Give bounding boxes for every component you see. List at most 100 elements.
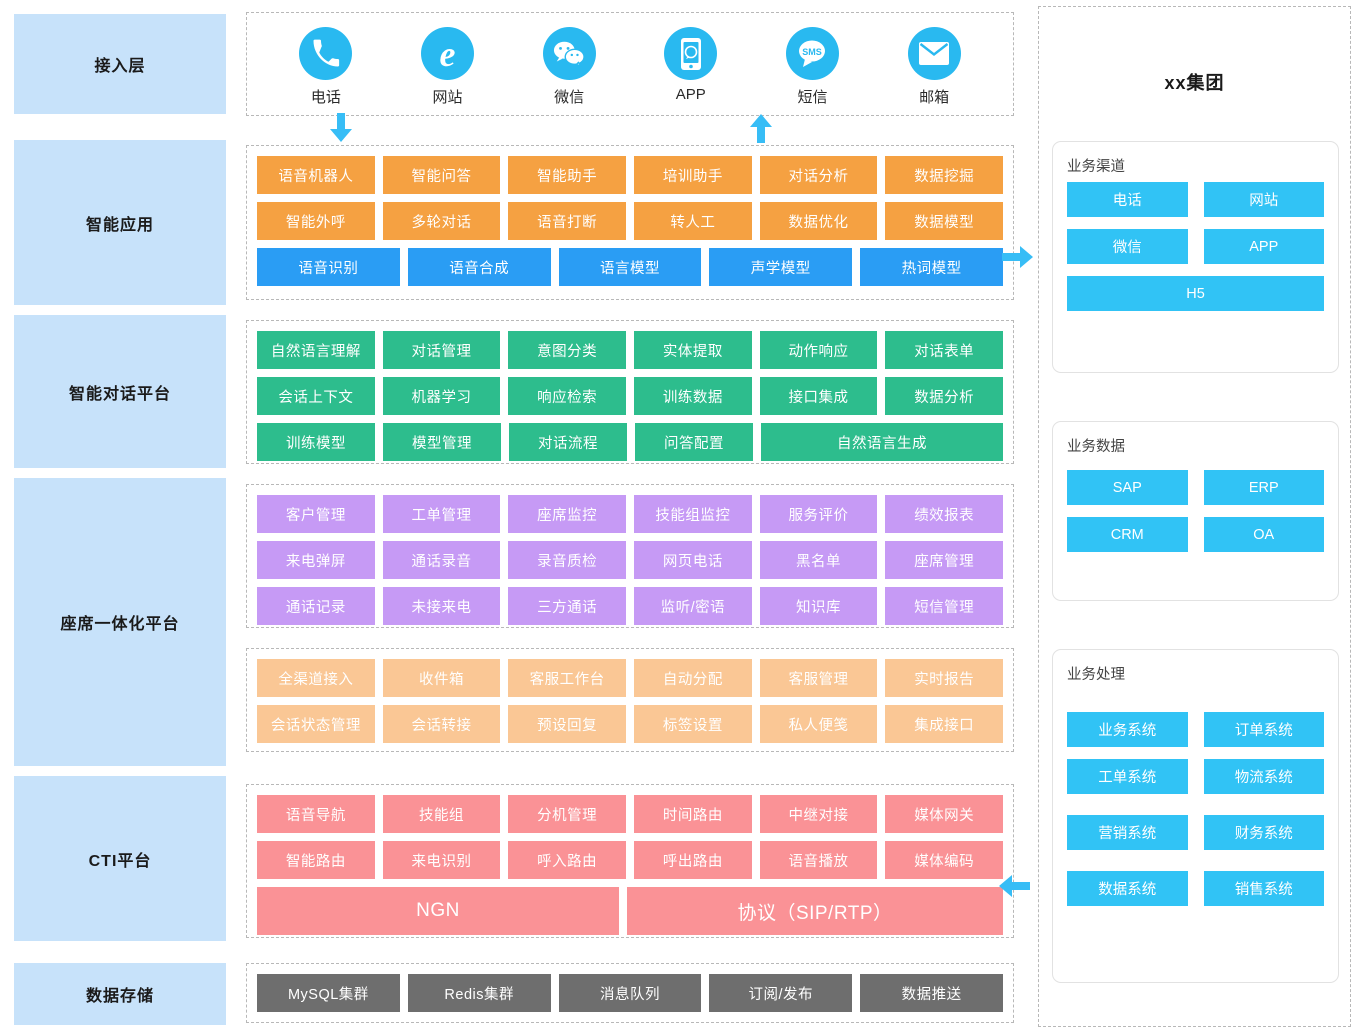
tile-agent[interactable]: 座席管理 <box>885 541 1004 579</box>
tile-smart-app[interactable]: 语音机器人 <box>257 156 375 194</box>
tile-smart-app[interactable]: 智能问答 <box>382 156 501 194</box>
tile-omnichannel[interactable]: 私人便笺 <box>759 705 878 743</box>
tile-omnichannel[interactable]: 客服工作台 <box>508 659 627 697</box>
tile-agent[interactable]: 黑名单 <box>759 541 878 579</box>
tile-cti[interactable]: 语音导航 <box>257 795 375 833</box>
tile-cti[interactable]: 媒体编码 <box>885 841 1004 879</box>
tile-omnichannel[interactable]: 全渠道接入 <box>257 659 375 697</box>
tile-agent[interactable]: 通话记录 <box>257 587 375 625</box>
tile-speech-model[interactable]: 热词模型 <box>860 248 1003 286</box>
channel-item-wechat[interactable]: 微信 <box>521 27 617 107</box>
enterprise-tile[interactable]: 订单系统 <box>1203 712 1324 747</box>
tile-smart-app[interactable]: 转人工 <box>634 202 752 240</box>
tile-cti[interactable]: 中继对接 <box>759 795 878 833</box>
enterprise-tile[interactable]: OA <box>1203 517 1324 552</box>
enterprise-tile[interactable]: 业务系统 <box>1067 712 1188 747</box>
tile-dialogue[interactable]: 实体提取 <box>634 331 752 369</box>
enterprise-tile[interactable]: 微信 <box>1067 229 1188 264</box>
tile-cti[interactable]: 分机管理 <box>508 795 627 833</box>
tile-cti-ngn[interactable]: NGN <box>257 887 619 935</box>
tile-omnichannel[interactable]: 集成接口 <box>885 705 1004 743</box>
enterprise-tile[interactable]: 财务系统 <box>1203 815 1324 850</box>
tile-agent[interactable]: 三方通话 <box>508 587 627 625</box>
tile-agent[interactable]: 绩效报表 <box>885 495 1004 533</box>
tile-omnichannel[interactable]: 会话状态管理 <box>257 705 375 743</box>
tile-speech-model[interactable]: 语音合成 <box>407 248 551 286</box>
tile-agent[interactable]: 技能组监控 <box>634 495 752 533</box>
tile-smart-app[interactable]: 对话分析 <box>759 156 878 194</box>
channel-item-sms[interactable]: SMS 短信 <box>764 27 860 107</box>
tile-storage[interactable]: 订阅/发布 <box>709 974 853 1012</box>
enterprise-tile[interactable]: ERP <box>1203 470 1324 505</box>
tile-omnichannel[interactable]: 实时报告 <box>885 659 1004 697</box>
enterprise-tile[interactable]: 网站 <box>1203 182 1324 217</box>
tile-speech-model[interactable]: 声学模型 <box>709 248 853 286</box>
tile-agent[interactable]: 知识库 <box>759 587 878 625</box>
tile-dialogue[interactable]: 对话管理 <box>382 331 501 369</box>
enterprise-tile[interactable]: 物流系统 <box>1203 759 1324 794</box>
enterprise-tile[interactable]: H5 <box>1067 276 1324 311</box>
channel-item-phone[interactable]: 电话 <box>278 27 374 107</box>
tile-dialogue[interactable]: 模型管理 <box>383 423 502 461</box>
tile-dialogue[interactable]: 会话上下文 <box>257 377 375 415</box>
channel-item-app[interactable]: APP <box>643 27 739 103</box>
enterprise-tile[interactable]: 电话 <box>1067 182 1188 217</box>
tile-smart-app[interactable]: 多轮对话 <box>382 202 501 240</box>
tile-cti[interactable]: 语音播放 <box>759 841 878 879</box>
tile-omnichannel[interactable]: 收件箱 <box>382 659 501 697</box>
tile-omnichannel[interactable]: 预设回复 <box>508 705 627 743</box>
tile-smart-app[interactable]: 数据挖掘 <box>885 156 1004 194</box>
tile-cti[interactable]: 技能组 <box>382 795 501 833</box>
tile-agent[interactable]: 座席监控 <box>508 495 627 533</box>
tile-cti-protocol[interactable]: 协议（SIP/RTP） <box>626 887 1003 935</box>
tile-storage[interactable]: 消息队列 <box>558 974 702 1012</box>
tile-dialogue[interactable]: 响应检索 <box>508 377 627 415</box>
tile-dialogue[interactable]: 数据分析 <box>885 377 1004 415</box>
tile-smart-app[interactable]: 智能助手 <box>508 156 627 194</box>
tile-dialogue[interactable]: 训练模型 <box>257 423 376 461</box>
enterprise-tile[interactable]: CRM <box>1067 517 1188 552</box>
enterprise-tile[interactable]: 数据系统 <box>1067 871 1188 906</box>
enterprise-tile[interactable]: SAP <box>1067 470 1188 505</box>
enterprise-tile[interactable]: APP <box>1203 229 1324 264</box>
tile-dialogue[interactable]: 意图分类 <box>508 331 627 369</box>
tile-cti[interactable]: 智能路由 <box>257 841 375 879</box>
tile-speech-model[interactable]: 语言模型 <box>558 248 702 286</box>
tile-omnichannel[interactable]: 自动分配 <box>634 659 752 697</box>
tile-cti[interactable]: 呼出路由 <box>634 841 752 879</box>
tile-storage[interactable]: 数据推送 <box>860 974 1003 1012</box>
tile-dialogue[interactable]: 自然语言生成 <box>761 423 1003 461</box>
tile-agent[interactable]: 服务评价 <box>759 495 878 533</box>
tile-omnichannel[interactable]: 标签设置 <box>634 705 752 743</box>
tile-agent[interactable]: 工单管理 <box>382 495 501 533</box>
tile-storage[interactable]: Redis集群 <box>407 974 551 1012</box>
tile-omnichannel[interactable]: 会话转接 <box>382 705 501 743</box>
tile-dialogue[interactable]: 问答配置 <box>635 423 754 461</box>
tile-dialogue[interactable]: 对话流程 <box>509 423 628 461</box>
tile-agent[interactable]: 短信管理 <box>885 587 1004 625</box>
tile-smart-app[interactable]: 语音打断 <box>508 202 627 240</box>
tile-agent[interactable]: 监听/密语 <box>634 587 752 625</box>
tile-agent[interactable]: 网页电话 <box>634 541 752 579</box>
tile-cti[interactable]: 媒体网关 <box>885 795 1004 833</box>
tile-agent[interactable]: 未接来电 <box>382 587 501 625</box>
tile-dialogue[interactable]: 动作响应 <box>759 331 878 369</box>
tile-dialogue[interactable]: 接口集成 <box>759 377 878 415</box>
tile-dialogue[interactable]: 训练数据 <box>634 377 752 415</box>
tile-omnichannel[interactable]: 客服管理 <box>759 659 878 697</box>
enterprise-tile[interactable]: 营销系统 <box>1067 815 1188 850</box>
tile-cti[interactable]: 来电识别 <box>382 841 501 879</box>
tile-storage[interactable]: MySQL集群 <box>257 974 400 1012</box>
tile-dialogue[interactable]: 机器学习 <box>382 377 501 415</box>
tile-smart-app[interactable]: 培训助手 <box>634 156 752 194</box>
tile-cti[interactable]: 呼入路由 <box>508 841 627 879</box>
enterprise-tile[interactable]: 销售系统 <box>1203 871 1324 906</box>
tile-agent[interactable]: 来电弹屏 <box>257 541 375 579</box>
tile-agent[interactable]: 通话录音 <box>382 541 501 579</box>
tile-dialogue[interactable]: 自然语言理解 <box>257 331 375 369</box>
tile-dialogue[interactable]: 对话表单 <box>885 331 1004 369</box>
tile-smart-app[interactable]: 数据模型 <box>885 202 1004 240</box>
tile-smart-app[interactable]: 智能外呼 <box>257 202 375 240</box>
tile-agent[interactable]: 录音质检 <box>508 541 627 579</box>
channel-item-email[interactable]: 邮箱 <box>886 27 982 107</box>
